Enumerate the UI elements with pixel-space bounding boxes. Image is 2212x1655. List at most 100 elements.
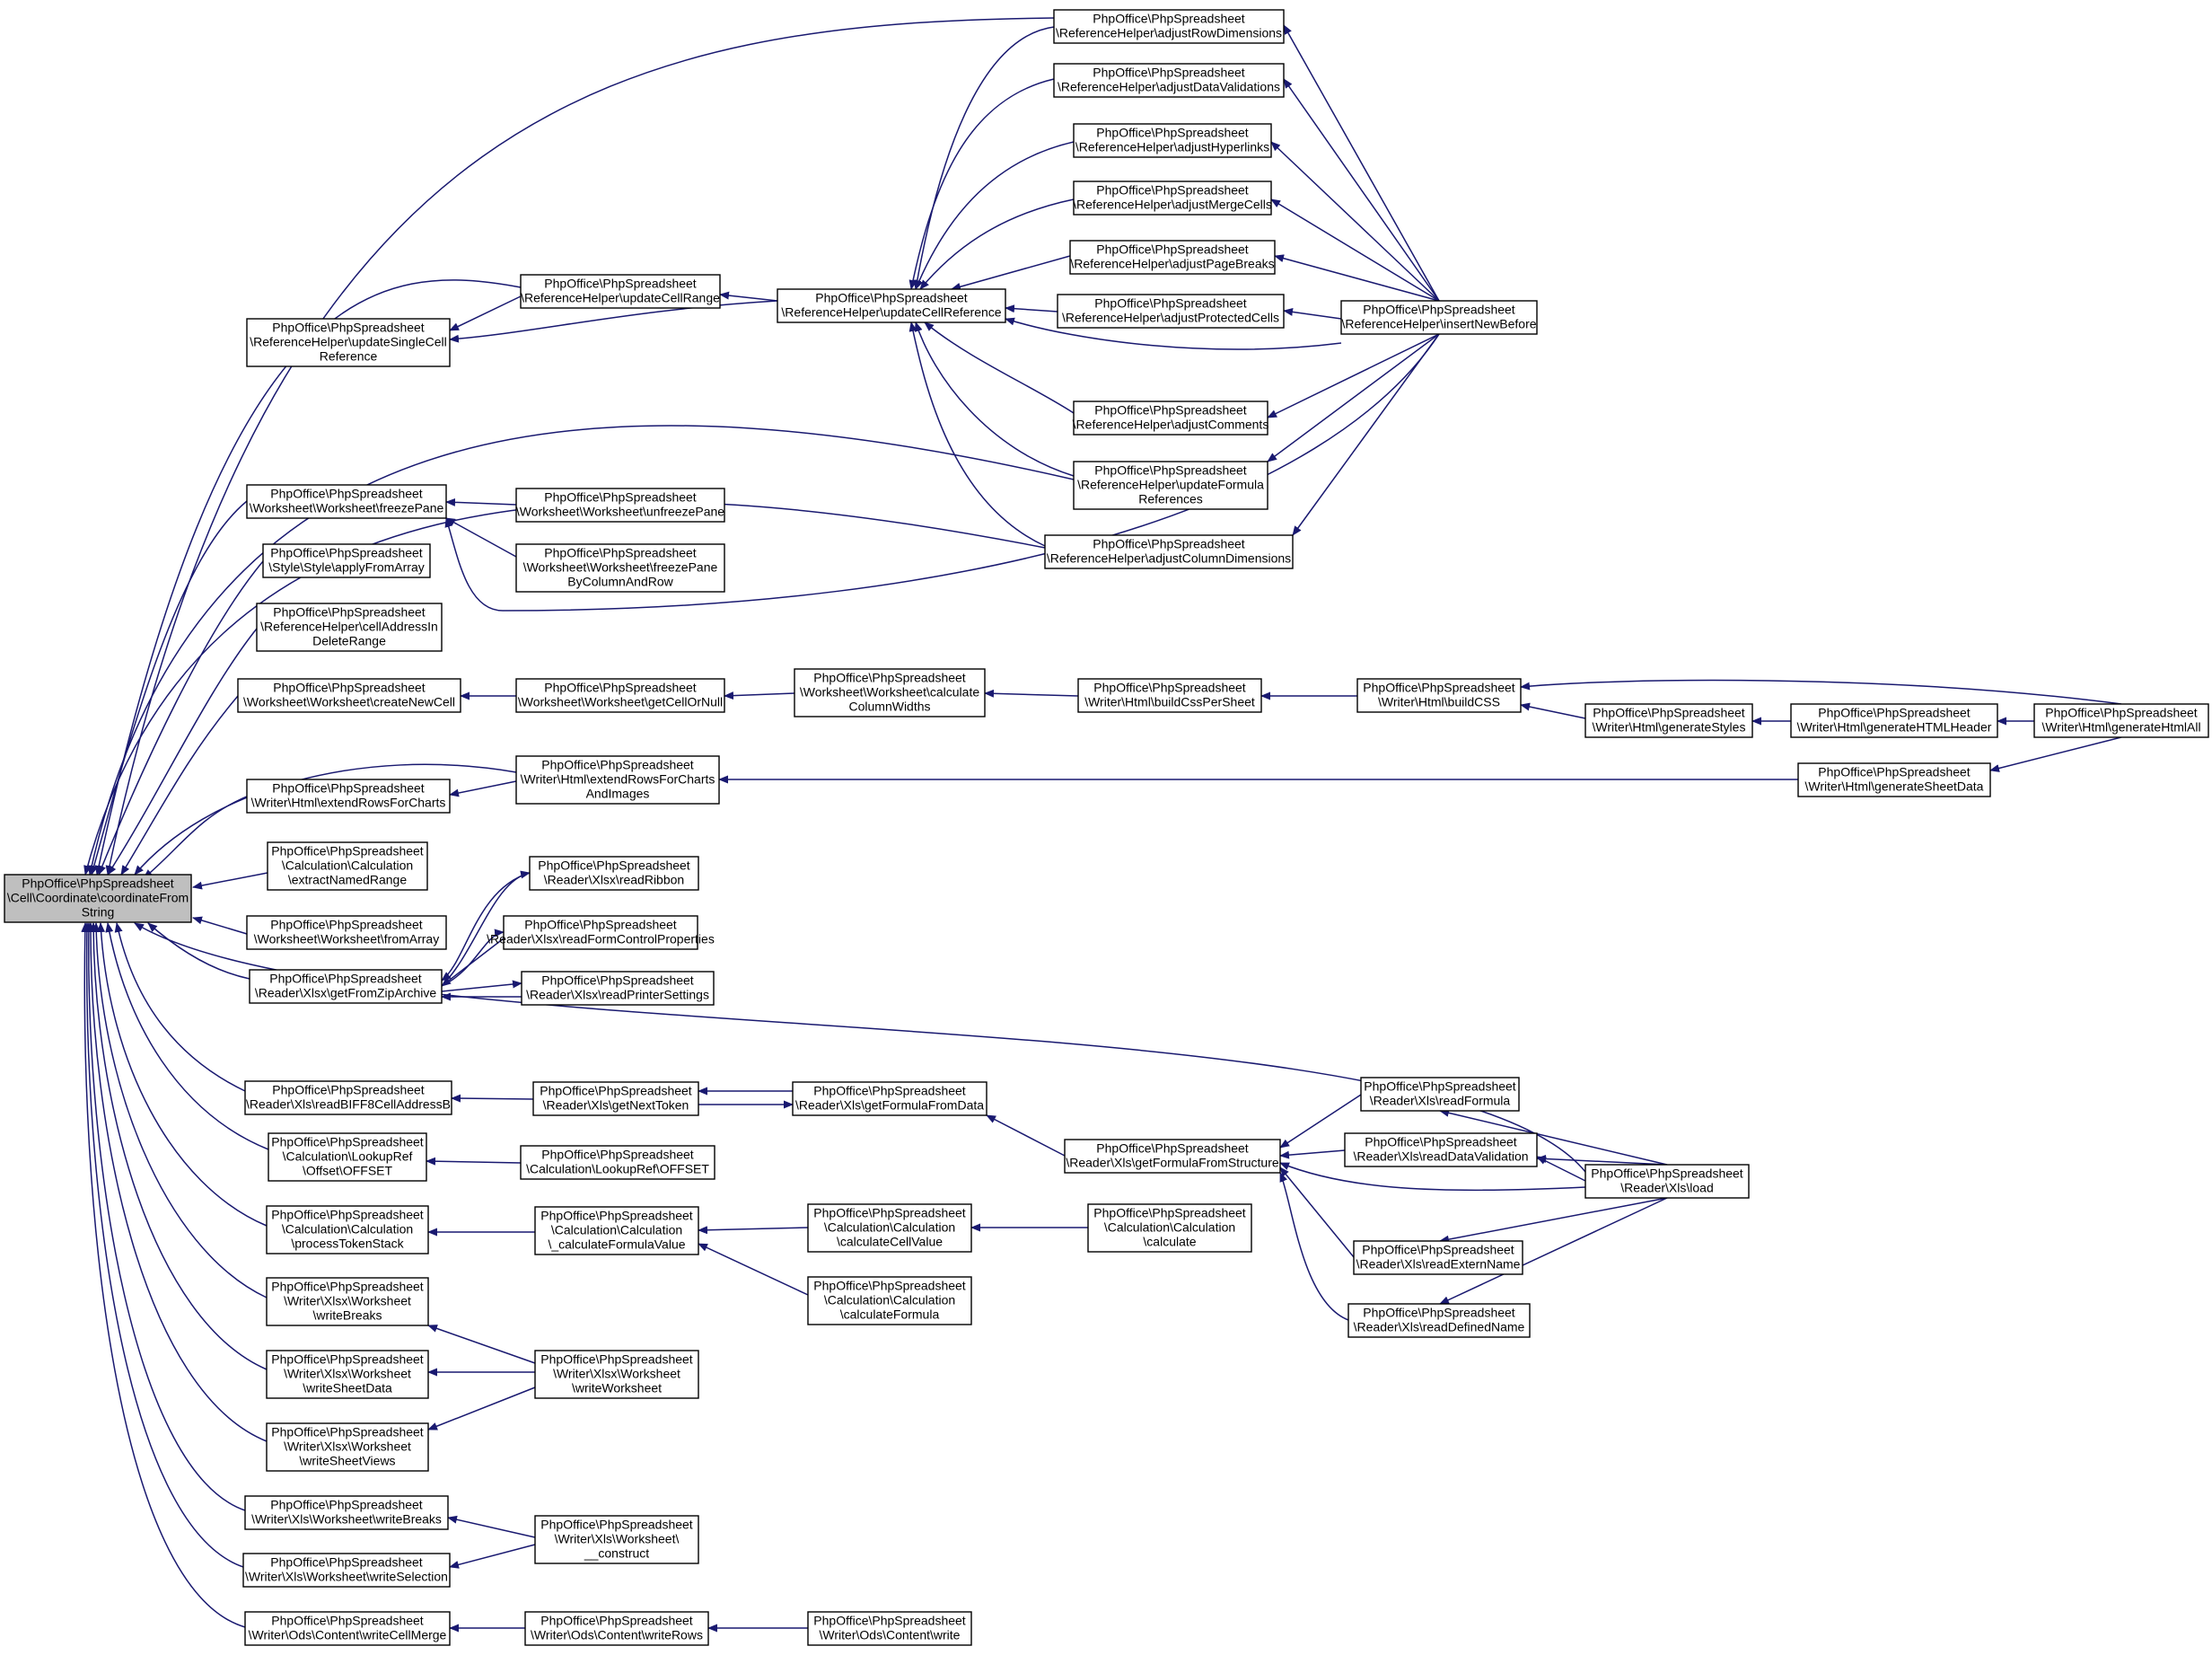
node-xlsLoad[interactable]: PhpOffice\PhpSpreadsheet\Reader\Xls\load [1584,1164,1750,1199]
node-label-line: \ReferenceHelper\adjustHyperlinks [1075,140,1269,154]
node-procTokenStack[interactable]: PhpOffice\PhpSpreadsheet\Calculation\Cal… [266,1205,429,1254]
node-label-line: PhpOffice\PhpSpreadsheet [270,1555,423,1570]
node-getFormulaFD[interactable]: PhpOffice\PhpSpreadsheet\Reader\Xls\getF… [792,1081,988,1116]
node-getCellOrNull[interactable]: PhpOffice\PhpSpreadsheet\Worksheet\Works… [515,678,725,713]
node-readDataVal[interactable]: PhpOffice\PhpSpreadsheet\Reader\Xls\read… [1344,1132,1538,1167]
node-label-line: \ReferenceHelper\cellAddressIn [260,620,438,634]
node-readBIFF8[interactable]: PhpOffice\PhpSpreadsheet\Reader\Xls\read… [244,1080,452,1115]
node-readRibbon[interactable]: PhpOffice\PhpSpreadsheet\Reader\Xlsx\rea… [529,856,699,891]
node-readFormula[interactable]: PhpOffice\PhpSpreadsheet\Reader\Xls\read… [1360,1077,1520,1112]
node-genStyles[interactable]: PhpOffice\PhpSpreadsheet\Writer\Html\gen… [1584,703,1753,738]
node-updCellRef[interactable]: PhpOffice\PhpSpreadsheet\ReferenceHelper… [777,288,1006,323]
node-label-line: PhpOffice\PhpSpreadsheet [271,1135,424,1149]
node-label-line: \ReferenceHelper\insertNewBefore [1341,317,1536,331]
node-readDefName[interactable]: PhpOffice\PhpSpreadsheet\Reader\Xls\read… [1347,1303,1531,1338]
node-offsetB[interactable]: PhpOffice\PhpSpreadsheet\Calculation\Loo… [520,1145,715,1180]
node-adjRowDim[interactable]: PhpOffice\PhpSpreadsheet\ReferenceHelper… [1053,9,1285,44]
node-adjColDim[interactable]: PhpOffice\PhpSpreadsheet\ReferenceHelper… [1044,534,1294,569]
node-cellAddrDel[interactable]: PhpOffice\PhpSpreadsheet\ReferenceHelper… [256,603,443,652]
node-odsWrite[interactable]: PhpOffice\PhpSpreadsheet\Writer\Ods\Cont… [807,1611,972,1646]
node-insertNB[interactable]: PhpOffice\PhpSpreadsheet\ReferenceHelper… [1340,300,1538,335]
node-genHTMLHeader[interactable]: PhpOffice\PhpSpreadsheet\Writer\Html\gen… [1790,703,1998,738]
node-box [1353,1240,1523,1275]
node-updCellRange[interactable]: PhpOffice\PhpSpreadsheet\ReferenceHelper… [520,274,721,309]
node-calculate[interactable]: PhpOffice\PhpSpreadsheet\Calculation\Cal… [1087,1203,1252,1253]
node-label-line: \ReferenceHelper\updateCellRange [521,291,720,305]
call-edge [919,198,1075,290]
node-xlsxWriteSheetData[interactable]: PhpOffice\PhpSpreadsheet\Writer\Xlsx\Wor… [266,1350,429,1399]
node-readExternName[interactable]: PhpOffice\PhpSpreadsheet\Reader\Xls\read… [1353,1240,1523,1275]
node-box [777,288,1006,323]
node-label-line: \Worksheet\Worksheet\freezePane [523,560,718,575]
call-edge [1279,1166,1355,1258]
node-label-line: \Reader\Xls\readFormula [1370,1094,1511,1108]
node-box [1584,703,1753,738]
node-label-line: PhpOffice\PhpSpreadsheet [1094,403,1247,418]
node-label-line: \writeSheetData [303,1381,392,1395]
node-root[interactable]: PhpOffice\PhpSpreadsheet\Cell\Coordinate… [4,874,192,923]
node-readPrinter[interactable]: PhpOffice\PhpSpreadsheet\Reader\Xlsx\rea… [521,971,715,1006]
node-xlsWriteBreaks[interactable]: PhpOffice\PhpSpreadsheet\Writer\Xls\Work… [244,1495,449,1530]
node-label-line: \Reader\Xls\readExternName [1356,1257,1521,1272]
node-extractNR[interactable]: PhpOffice\PhpSpreadsheet\Calculation\Cal… [267,841,428,891]
node-box [807,1203,972,1253]
node-label-line: \Calculation\Calculation [824,1293,955,1307]
node-label-line: \Writer\Ods\Content\writeCellMerge [249,1628,447,1642]
node-applyFromArray[interactable]: PhpOffice\PhpSpreadsheet\Style\Style\app… [262,543,431,578]
node-xlsxWriteWorksheet[interactable]: PhpOffice\PhpSpreadsheet\Writer\Xlsx\Wor… [534,1350,699,1399]
node-calcColW[interactable]: PhpOffice\PhpSpreadsheet\Worksheet\Works… [794,668,986,717]
node-label-line: \Worksheet\Worksheet\fromArray [254,932,439,946]
node-buildCssPS[interactable]: PhpOffice\PhpSpreadsheet\Writer\Html\bui… [1077,678,1262,713]
node-box [807,1276,972,1325]
node-freezePane[interactable]: PhpOffice\PhpSpreadsheet\Worksheet\Works… [246,484,447,519]
node-label-line: PhpOffice\PhpSpreadsheet [544,490,697,505]
node-label-line: PhpOffice\PhpSpreadsheet [1096,242,1249,257]
call-edge [1283,78,1440,302]
node-adjMerge[interactable]: PhpOffice\PhpSpreadsheet\ReferenceHelper… [1073,180,1272,216]
node-getFromZip[interactable]: PhpOffice\PhpSpreadsheet\Reader\Xlsx\get… [249,969,443,1004]
node-adjPageBr[interactable]: PhpOffice\PhpSpreadsheet\ReferenceHelper… [1069,240,1276,275]
node-label-line: \Reader\Xls\getFormulaFromData [795,1098,984,1113]
node-label-line: \ReferenceHelper\adjustDataValidations [1058,80,1280,94]
node-adjComments[interactable]: PhpOffice\PhpSpreadsheet\ReferenceHelper… [1073,401,1269,436]
node-odsWriteCellMerge[interactable]: PhpOffice\PhpSpreadsheet\Writer\Ods\Cont… [244,1611,451,1646]
node-updSingle[interactable]: PhpOffice\PhpSpreadsheet\ReferenceHelper… [246,318,451,367]
node-updFormula[interactable]: PhpOffice\PhpSpreadsheet\ReferenceHelper… [1073,461,1268,510]
node-fromArray[interactable]: PhpOffice\PhpSpreadsheet\Worksheet\Works… [246,915,447,950]
node-odsWriteRows[interactable]: PhpOffice\PhpSpreadsheet\Writer\Ods\Cont… [524,1611,709,1646]
node-genHtmlAll[interactable]: PhpOffice\PhpSpreadsheet\Writer\Html\gen… [2033,703,2209,738]
node-genSheetData[interactable]: PhpOffice\PhpSpreadsheet\Writer\Html\gen… [1797,762,1991,797]
node-box [1073,461,1268,510]
node-freezeByCR[interactable]: PhpOffice\PhpSpreadsheet\Worksheet\Works… [515,543,725,593]
node-adjProt[interactable]: PhpOffice\PhpSpreadsheet\ReferenceHelper… [1057,294,1285,329]
node-xlsxWriteSheetViews[interactable]: PhpOffice\PhpSpreadsheet\Writer\Xlsx\Wor… [266,1422,429,1472]
node-calcFormulaVal[interactable]: PhpOffice\PhpSpreadsheet\Calculation\Cal… [534,1206,699,1255]
node-createNewCell[interactable]: PhpOffice\PhpSpreadsheet\Worksheet\Works… [237,678,461,713]
node-adjHyper[interactable]: PhpOffice\PhpSpreadsheet\ReferenceHelper… [1073,123,1272,158]
node-getNextToken[interactable]: PhpOffice\PhpSpreadsheet\Reader\Xls\getN… [532,1081,699,1116]
node-label-line: PhpOffice\PhpSpreadsheet [544,277,697,291]
node-label-line: \Reader\Xls\getNextToken [543,1098,689,1113]
node-xlsxWriteBreaks[interactable]: PhpOffice\PhpSpreadsheet\Writer\Xlsx\Wor… [266,1277,429,1326]
node-readFormCtrl[interactable]: PhpOffice\PhpSpreadsheet\Reader\Xlsx\rea… [487,915,715,950]
node-label-line: \ReferenceHelper\adjustRowDimensions [1056,26,1282,40]
node-buildCSS[interactable]: PhpOffice\PhpSpreadsheet\Writer\Html\bui… [1356,678,1522,713]
node-label-line: PhpOffice\PhpSpreadsheet [271,1208,424,1222]
node-box [520,274,721,309]
node-extRowsCharts[interactable]: PhpOffice\PhpSpreadsheet\Writer\Html\ext… [246,779,451,814]
node-box [1790,703,1998,738]
node-offsetA[interactable]: PhpOffice\PhpSpreadsheet\Calculation\Loo… [268,1132,427,1182]
node-adjDataVal[interactable]: PhpOffice\PhpSpreadsheet\ReferenceHelper… [1053,63,1285,98]
node-calcCellVal[interactable]: PhpOffice\PhpSpreadsheet\Calculation\Cal… [807,1203,972,1253]
node-label-line: \_calculateFormulaValue [548,1237,685,1252]
node-xlsWriteSel[interactable]: PhpOffice\PhpSpreadsheet\Writer\Xls\Work… [242,1553,451,1588]
node-getFormulaFS[interactable]: PhpOffice\PhpSpreadsheet\Reader\Xls\getF… [1064,1139,1281,1174]
node-xlsConstruct[interactable]: PhpOffice\PhpSpreadsheet\Writer\Xls\Work… [534,1515,699,1564]
node-calcFormula[interactable]: PhpOffice\PhpSpreadsheet\Calculation\Cal… [807,1276,972,1325]
node-box [266,1350,429,1399]
node-label-line: \Worksheet\Worksheet\freezePane [250,501,444,515]
node-box [237,678,461,713]
node-label-line: PhpOffice\PhpSpreadsheet [273,605,426,620]
node-extRowsChartsImg[interactable]: PhpOffice\PhpSpreadsheet\Writer\Html\ext… [515,755,720,805]
node-unfreeze[interactable]: PhpOffice\PhpSpreadsheet\Worksheet\Works… [515,488,725,523]
